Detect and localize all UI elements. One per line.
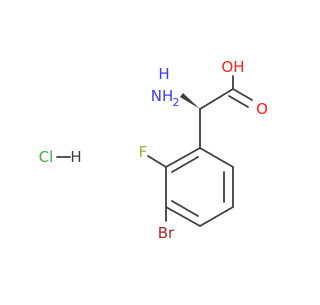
carboxyl-bond: [199, 88, 234, 110]
amine-h-label: H: [158, 65, 169, 83]
atom-labels: H NH 2 OH O F Br Cl H: [39, 58, 268, 242]
ring-bond: [171, 200, 199, 217]
ring-bond: [165, 147, 201, 168]
fluoro-bond: [147, 155, 167, 168]
ring-bond: [165, 206, 201, 227]
ring-bond: [199, 206, 234, 227]
ring-bond: [171, 156, 199, 173]
carbonyl-bond: [232, 88, 253, 101]
carbonyl-oxygen-label: O: [256, 100, 268, 118]
amine-label: NH: [151, 87, 174, 105]
ring-bond: [199, 147, 234, 168]
molecule-canvas: H NH 2 OH O F Br Cl H: [39, 58, 268, 242]
amine-subscript: 2: [173, 96, 180, 109]
hydroxyl-label: OH: [221, 58, 244, 76]
chlorine-label: Cl: [39, 148, 54, 166]
bonds: [56, 75, 253, 227]
bromine-label: Br: [158, 224, 175, 242]
wedge-bond: [180, 93, 200, 109]
fluorine-label: F: [139, 143, 148, 161]
structure-diagram: H NH 2 OH O F Br Cl H: [39, 58, 268, 242]
hydrogen-label: H: [70, 148, 81, 166]
carbonyl-bond: [228, 95, 249, 108]
